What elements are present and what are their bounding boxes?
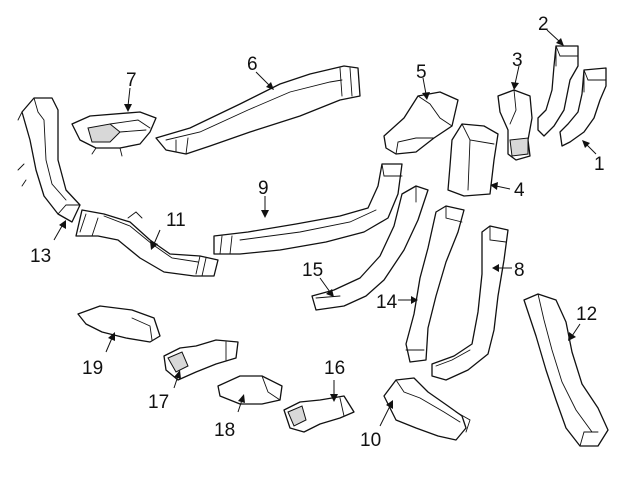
part-5-bracket[interactable] bbox=[383, 91, 459, 155]
part-2-duct[interactable] bbox=[537, 45, 579, 137]
callout-labels: 1 2 3 4 5 6 7 8 9 10 11 12 13 14 15 16 1… bbox=[30, 14, 605, 451]
part-7-bracket[interactable] bbox=[71, 111, 157, 157]
part-13-duct[interactable] bbox=[17, 97, 81, 223]
part-3-bracket[interactable] bbox=[497, 89, 533, 161]
part-19-duct[interactable] bbox=[77, 305, 161, 343]
part-6-duct[interactable] bbox=[155, 65, 361, 155]
callout-10: 10 bbox=[360, 430, 381, 451]
callout-19: 19 bbox=[82, 358, 103, 379]
callout-5: 5 bbox=[416, 62, 427, 83]
callout-12: 12 bbox=[576, 304, 597, 325]
part-14-duct[interactable] bbox=[405, 205, 465, 363]
part-4-housing[interactable] bbox=[447, 123, 499, 197]
part-17-duct[interactable] bbox=[163, 339, 239, 381]
callout-17: 17 bbox=[148, 392, 169, 413]
callout-7: 7 bbox=[126, 70, 137, 91]
part-9-duct[interactable] bbox=[213, 163, 403, 255]
callout-4: 4 bbox=[514, 180, 525, 201]
part-10-duct[interactable] bbox=[383, 377, 471, 441]
part-18-duct[interactable] bbox=[217, 375, 283, 405]
part-15-duct[interactable] bbox=[311, 185, 429, 311]
callout-8: 8 bbox=[514, 260, 525, 281]
callout-3: 3 bbox=[512, 50, 523, 71]
part-11-duct[interactable] bbox=[75, 209, 219, 277]
part-12-duct[interactable] bbox=[523, 293, 609, 447]
leader-lines bbox=[53, 29, 597, 427]
callout-6: 6 bbox=[247, 54, 258, 75]
part-16-duct[interactable] bbox=[283, 395, 355, 433]
part-8-duct[interactable] bbox=[431, 225, 509, 381]
callout-18: 18 bbox=[214, 420, 235, 441]
callout-2: 2 bbox=[538, 14, 549, 35]
callout-9: 9 bbox=[258, 178, 269, 199]
callout-16: 16 bbox=[324, 358, 345, 379]
callout-11: 11 bbox=[166, 210, 186, 231]
callout-1: 1 bbox=[594, 154, 605, 175]
part-1-duct[interactable] bbox=[559, 67, 607, 147]
callout-15: 15 bbox=[302, 260, 323, 281]
callout-13: 13 bbox=[30, 246, 51, 267]
callout-14: 14 bbox=[376, 292, 398, 313]
